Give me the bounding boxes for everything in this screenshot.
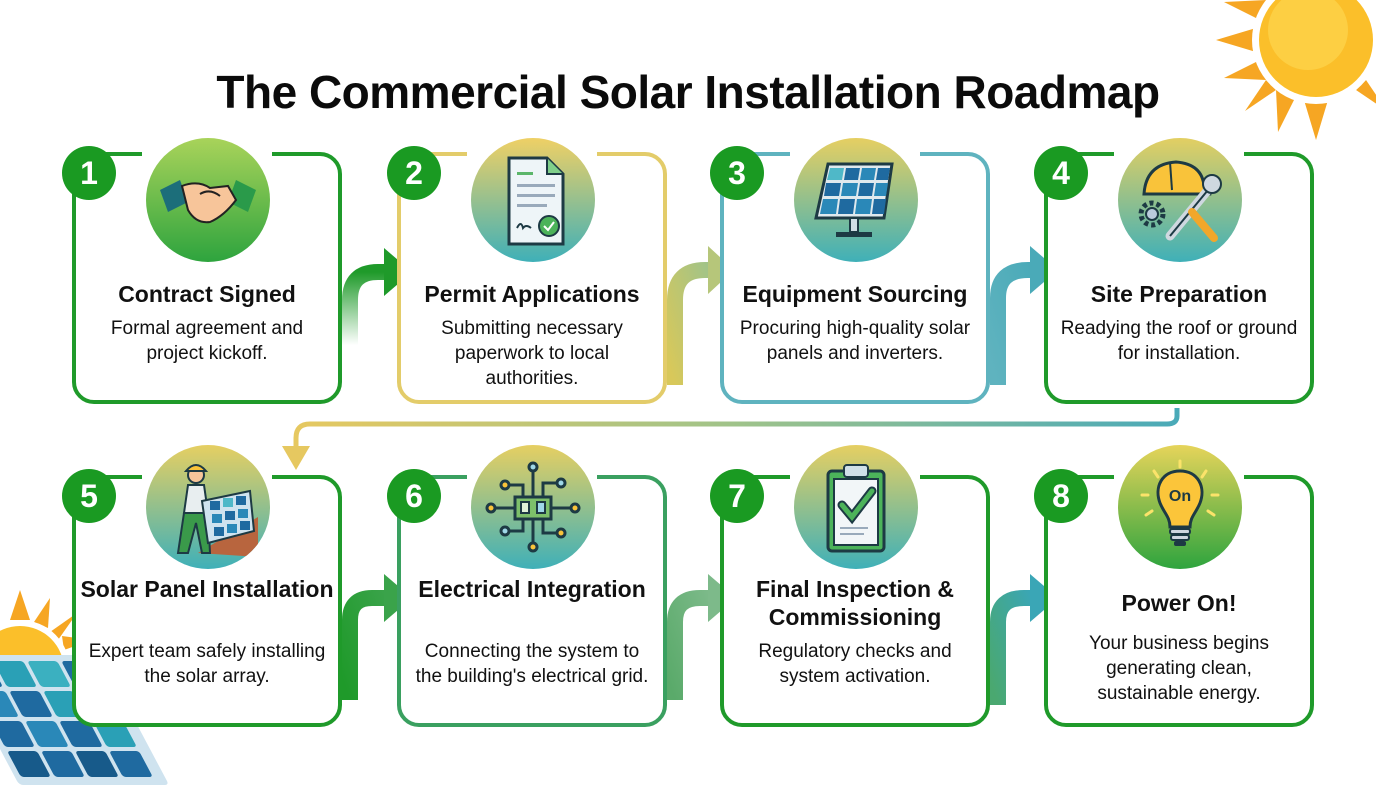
step-card-8: 8 On Power On! Your business begins gene… — [1034, 445, 1314, 727]
step-description: Regulatory checks and system activation. — [758, 641, 952, 687]
step-description: Expert team safely installing the solar … — [88, 641, 326, 687]
arrow-4-to-5 — [282, 408, 1180, 470]
step-card-6: 6 Electrical Integration Connecting the … — [387, 445, 667, 727]
step-title: Contract Signed — [118, 281, 296, 307]
step-description: Your business begins generating clean, s… — [1089, 633, 1269, 704]
step-description: Procuring high-quality solar panels and … — [739, 318, 971, 364]
step-card-7: 7 Final Inspection & Commissioning Regul… — [710, 445, 990, 727]
circuit-icon — [471, 445, 595, 569]
step-description: Formal agreement and project kickoff. — [110, 318, 304, 364]
step-number-badge: 7 — [710, 469, 764, 523]
step-title: Solar Panel Installation — [80, 576, 334, 602]
handshake-icon — [146, 138, 270, 262]
step-card-2: 2 Permit Applications Submitting necessa… — [387, 138, 667, 404]
sun-decoration-icon — [1216, 0, 1376, 140]
step-title: Electrical Integration — [418, 576, 646, 602]
step-title: Permit Applications — [424, 281, 640, 307]
step-title: Power On! — [1121, 590, 1237, 616]
step-number-badge: 3 — [710, 146, 764, 200]
step-number-badge: 5 — [62, 469, 116, 523]
hardhat-wrench-icon — [1118, 138, 1242, 262]
step-title: Equipment Sourcing — [742, 281, 968, 307]
page-title: The Commercial Solar Installation Roadma… — [216, 65, 1160, 118]
step-number-badge: 8 — [1034, 469, 1088, 523]
step-number-badge: 1 — [62, 146, 116, 200]
step-card-1: 1 Contract Signed Formal agreement and p… — [62, 138, 342, 404]
step-description: Readying the roof or ground for installa… — [1060, 318, 1298, 364]
solar-panel-icon — [794, 138, 918, 262]
step-title: Final Inspection & Commissioning — [755, 576, 955, 630]
lightbulb-on-icon: On — [1118, 445, 1242, 569]
step-description: Submitting necessary paperwork to local … — [441, 318, 623, 389]
document-certificate-icon — [471, 138, 595, 262]
step-title: Site Preparation — [1090, 281, 1268, 307]
step-number-badge: 6 — [387, 469, 441, 523]
worker-installing-panel-icon — [146, 445, 270, 569]
step-description: Connecting the system to the building's … — [415, 641, 649, 687]
step-card-5: 5 Solar Panel Installation Expert team s… — [62, 445, 342, 727]
step-number-badge: 2 — [387, 146, 441, 200]
step-number-badge: 4 — [1034, 146, 1088, 200]
step-card-3: 3 Equipment Sourcing Procuring high-qual… — [710, 138, 990, 404]
clipboard-check-icon — [794, 445, 918, 569]
step-card-4: 4 Site Preparation Readying the roof or … — [1034, 138, 1314, 404]
bulb-on-label: On — [1169, 488, 1191, 505]
